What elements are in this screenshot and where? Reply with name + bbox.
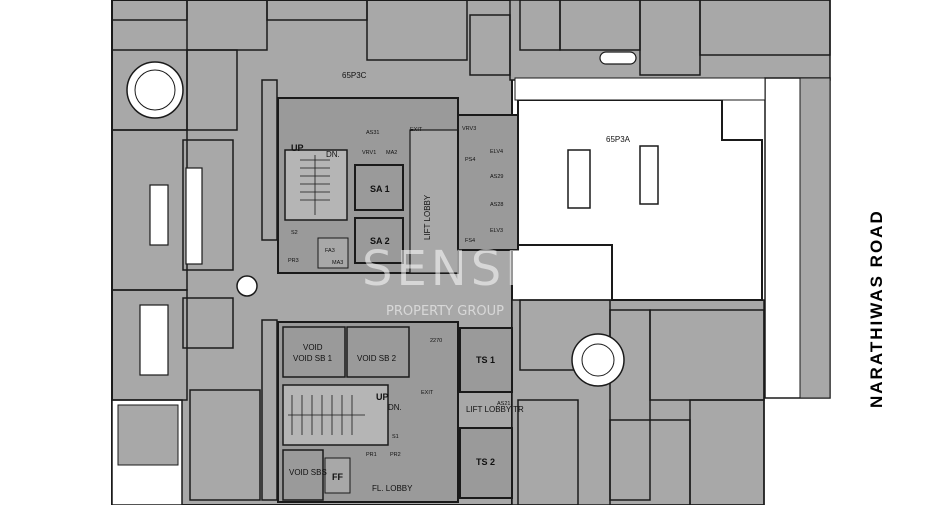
- room-lines: [111, 0, 831, 505]
- stair-treads-south: [288, 395, 365, 435]
- label-unit-65p3a: 65P3A: [606, 135, 631, 144]
- lift-ts2: [459, 427, 513, 499]
- label-ts2: TS 2: [476, 457, 495, 467]
- ff-room: [324, 457, 351, 494]
- label-vrv3: VRV3: [462, 126, 476, 132]
- fa3-room: [317, 237, 349, 269]
- label-ma3: MA3: [332, 260, 343, 266]
- round-rug-nw: [134, 69, 176, 111]
- round-rug-se: [581, 343, 615, 377]
- living-white-strip: [514, 77, 766, 101]
- label-ps4: PS4: [465, 157, 475, 163]
- column: [236, 275, 258, 297]
- road-label: NARATHIWAS ROAD: [867, 209, 886, 408]
- label-s1: S1: [392, 434, 399, 440]
- label-void-sbs: VOID SBS: [289, 468, 327, 477]
- label-as28: AS28: [490, 202, 503, 208]
- dining-table-w: [139, 304, 169, 376]
- label-up-north: UP: [291, 143, 304, 153]
- terrace-grey-edge: [799, 77, 831, 399]
- lift-sa1: [354, 164, 404, 211]
- void-sbs: [282, 449, 324, 501]
- label-sa2: SA 2: [370, 236, 390, 246]
- label-elv3: ELV3: [490, 228, 503, 234]
- label-elv4: ELV4: [490, 149, 503, 155]
- south-east-slab: [511, 299, 765, 505]
- lift-lobby-north: [409, 129, 459, 274]
- label-dn-south: DN.: [388, 403, 402, 412]
- label-as31: AS31: [366, 130, 379, 136]
- label-fl-lobby: FL. LOBBY: [372, 484, 413, 493]
- label-void-sb2: VOID SB 2: [357, 354, 397, 363]
- label-pr3: PR3: [288, 258, 299, 264]
- lift-sa2: [354, 217, 404, 264]
- shaft-east: [457, 114, 519, 251]
- north-east-slab: [509, 0, 831, 81]
- label-as29: AS29: [490, 174, 503, 180]
- label-void-sb1: VOID SB 1: [293, 354, 333, 363]
- label-pr2: PR2: [390, 452, 401, 458]
- dining-table-65p3a: [639, 145, 659, 205]
- label-ma2: MA2: [386, 150, 397, 156]
- label-exit-north: EXIT: [410, 127, 423, 133]
- label-s2: S2: [291, 230, 298, 236]
- label-as21: AS21: [497, 401, 510, 407]
- stair-treads-north: [300, 155, 330, 215]
- sw-notch-grey: [117, 404, 179, 466]
- watermark-tagline: PROPERTY GROUP: [386, 304, 504, 319]
- label-lift-lobby-tr: LIFT LOBBY TR: [466, 405, 524, 414]
- void-sb2: [346, 326, 410, 378]
- label-unit-65p3c: 65P3C: [342, 71, 367, 80]
- label-fs4: FS4: [465, 238, 475, 244]
- label-void-sb1-line1: VOID: [303, 343, 323, 352]
- lift-ts1: [459, 327, 513, 393]
- label-ff: FF: [332, 472, 343, 482]
- label-dim-2270: 2270: [430, 338, 442, 344]
- label-vrv1: VRV1: [362, 150, 376, 156]
- round-room-se: [571, 333, 625, 387]
- label-up-south: UP: [376, 392, 389, 402]
- label-sa1: SA 1: [370, 184, 390, 194]
- kitchen-counter: [185, 167, 203, 265]
- stair-north: [284, 149, 348, 221]
- sofa-65p3a: [567, 149, 591, 209]
- label-ts1: TS 1: [476, 355, 495, 365]
- label-exit-south: EXIT: [421, 390, 434, 396]
- label-lift-lobby-north: LIFT LOBBY: [423, 194, 432, 240]
- pool: [599, 51, 637, 65]
- label-dn-north: DN.: [326, 150, 340, 159]
- void-sb1: [282, 326, 346, 378]
- dining-table-nw: [149, 184, 169, 246]
- watermark-brand: SENSE: [362, 241, 540, 297]
- label-fa3: FA3: [325, 248, 335, 254]
- label-pr1: PR1: [366, 452, 377, 458]
